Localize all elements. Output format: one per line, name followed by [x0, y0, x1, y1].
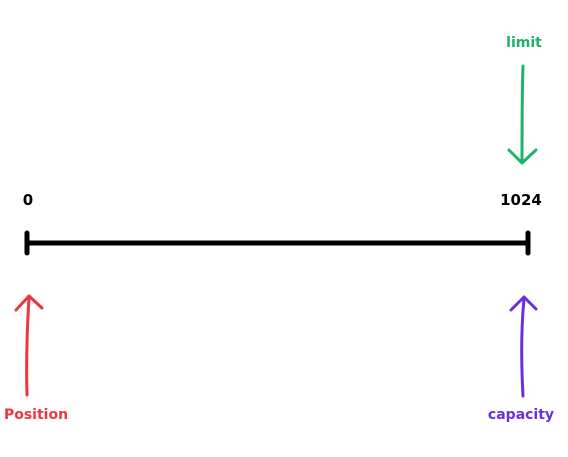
limit-arrow [507, 64, 538, 165]
position-label: Position [4, 407, 68, 423]
position-arrow [14, 294, 44, 397]
capacity-label: capacity [488, 407, 554, 423]
start-value-label: 0 [23, 191, 33, 209]
capacity-arrow [509, 295, 538, 398]
buffer-line [24, 230, 531, 256]
end-value-label: 1024 [500, 191, 542, 209]
limit-label: limit [506, 35, 542, 51]
